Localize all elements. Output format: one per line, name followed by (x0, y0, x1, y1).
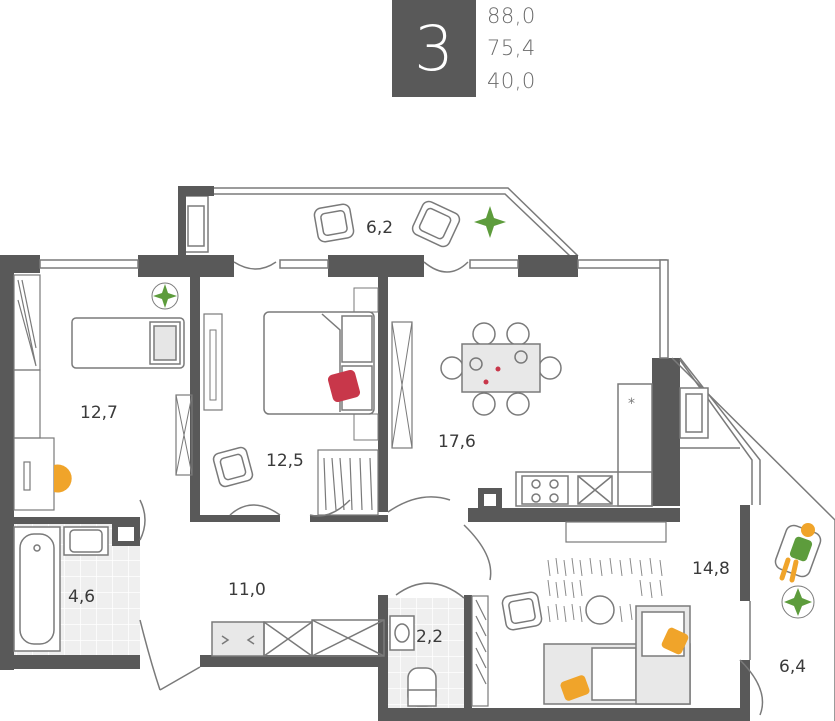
windows (39, 259, 669, 359)
column-inner-2 (484, 494, 496, 506)
wardrobe-middle (317, 449, 379, 516)
washbasin (63, 526, 109, 556)
bed-left (71, 317, 185, 369)
hallway-wardrobe (211, 619, 385, 657)
shelf-middle (203, 313, 223, 411)
balcony-chair-2 (411, 200, 461, 248)
room-area-kitchen-living: 17,6 (438, 432, 476, 452)
toilet-fixtures (389, 615, 437, 707)
balcony-right (671, 357, 835, 721)
nightstand-bottom (353, 413, 379, 441)
pillow-orange-2 (560, 675, 590, 701)
armchair-middle (212, 446, 254, 488)
kitchen-counter (515, 383, 653, 507)
tv-stand (391, 321, 413, 449)
plant-icon-balcony (474, 206, 506, 238)
room-area-bedroom-left: 12,7 (80, 403, 118, 423)
fruit-2 (483, 379, 489, 385)
room-area-hallway: 11,0 (228, 580, 266, 600)
nightstand-top (353, 287, 379, 313)
area-living-total: 75,4 (487, 36, 536, 60)
tv-stand-cross (391, 321, 413, 449)
balcony-top-wall-side (178, 186, 186, 256)
plates (469, 350, 528, 371)
balcony-chair-1 (313, 203, 355, 243)
round-table-right (585, 595, 615, 625)
rooms-count: 3 (414, 11, 454, 85)
shelf-right (471, 595, 489, 707)
fridge-symbol: * (628, 396, 635, 412)
plant-icon-right (781, 585, 815, 619)
rug-right (547, 557, 663, 623)
desk-drawer-left (175, 394, 193, 476)
bathtub (13, 526, 61, 652)
room-area-toilet: 2,2 (416, 627, 443, 647)
wardrobe-left (13, 274, 55, 511)
room-area-bathroom: 4,6 (68, 587, 95, 607)
bench-divider (565, 521, 667, 543)
balcony-top-wall (178, 186, 214, 196)
rooms-count-badge: 3 (392, 0, 476, 97)
room-area-bedroom-middle: 12,5 (266, 451, 304, 471)
plant-icon (151, 282, 179, 310)
lounge-chair-person (774, 523, 822, 583)
pillow-red (327, 369, 361, 403)
area-total: 88,0 (487, 4, 536, 28)
room-area-balcony-right: 6,4 (779, 657, 806, 677)
column-inner-1 (118, 527, 134, 541)
room-area-balcony-top: 6,2 (366, 218, 393, 238)
walls (0, 255, 750, 721)
armchair-right (501, 591, 543, 631)
doors (139, 261, 764, 716)
room-area-bedroom-right: 14,8 (692, 559, 730, 579)
fruit-1 (495, 366, 501, 372)
pillow-orange-1 (661, 627, 689, 655)
chair-left-orange (54, 464, 72, 493)
dining-table (461, 343, 541, 393)
desk-drawer-cross (175, 394, 193, 476)
shelf-middle-inner (209, 329, 217, 401)
bed-middle (263, 311, 375, 415)
area-living: 40,0 (487, 69, 536, 93)
